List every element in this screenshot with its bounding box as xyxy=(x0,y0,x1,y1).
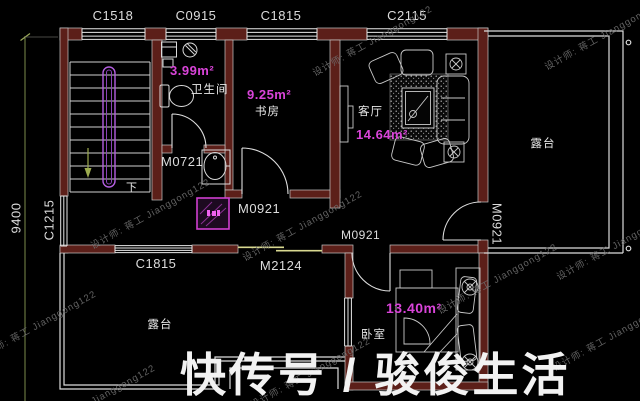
window-bedroom-left xyxy=(344,297,352,347)
armchair-icon xyxy=(400,49,434,76)
window-label-c2115: C2115 xyxy=(387,8,427,23)
plant-icon xyxy=(461,353,479,371)
window-label-c1215: C1215 xyxy=(41,199,57,241)
sliding-door-m2124 xyxy=(238,246,322,252)
window-glyphs xyxy=(60,28,448,347)
platform-brand-text: 快传号 / 骏俊生活 xyxy=(180,349,571,401)
study-area-label: 9.25m² xyxy=(247,87,292,102)
dimension-line xyxy=(20,33,58,401)
living-name-label: 客厅 xyxy=(358,106,383,118)
walls xyxy=(59,27,489,391)
desk-icon xyxy=(399,269,433,289)
window-c1215 xyxy=(60,195,68,247)
plant-icon xyxy=(461,278,479,296)
bathroom-area-label: 3.99m² xyxy=(170,63,215,78)
door-label-m0921-hall: M0921 xyxy=(238,201,281,216)
window-label-c0915: C0915 xyxy=(175,8,217,23)
bedroom-name-label: 卧室 xyxy=(361,329,386,341)
staircase xyxy=(69,61,151,193)
window-c1815-bottom xyxy=(114,245,193,254)
armchair-icon xyxy=(391,136,425,166)
bathroom-fixtures xyxy=(159,41,198,108)
armchair-icon xyxy=(368,52,404,84)
toilet-icon xyxy=(159,84,194,108)
bedroom-area-label: 13.40m² xyxy=(386,300,442,316)
door-m0921-bedroom xyxy=(351,252,391,292)
window-label-c1518: C1518 xyxy=(92,8,134,23)
sink-counter-icon xyxy=(161,41,177,68)
stair-railing xyxy=(102,66,116,188)
washbasin-icon xyxy=(201,149,231,185)
window-c0915 xyxy=(165,28,217,40)
side-table-icon xyxy=(445,53,467,75)
tv-cabinet-icon xyxy=(339,85,349,143)
shower-box-icon xyxy=(196,197,230,230)
door-label-m0921-living: M0921 xyxy=(341,228,381,242)
terrace-top-right-border xyxy=(484,30,632,254)
living-area-label: 14.64m² xyxy=(356,127,408,142)
window-c2115 xyxy=(366,28,448,40)
coffee-table-icon xyxy=(401,87,435,129)
dimension-label-9400: 9400 xyxy=(8,202,24,234)
door-m0921-hall xyxy=(241,147,289,195)
terrace-bottom-label: 露台 xyxy=(147,319,173,331)
study-name-label: 书房 xyxy=(255,106,280,118)
terrace-top-label: 露台 xyxy=(530,138,556,150)
window-label-c1815-top: C1815 xyxy=(260,8,302,23)
stairs-down-label: 下 xyxy=(126,182,138,194)
window-label-c1815-bottom: C1815 xyxy=(135,256,177,271)
side-table-icon xyxy=(443,141,465,163)
terrace-bottom-left-border xyxy=(59,253,345,390)
window-c1518 xyxy=(81,28,146,40)
door-label-m2124: M2124 xyxy=(259,258,303,273)
door-label-m0921-terrace: M0921 xyxy=(489,202,505,246)
door-m0921-terrace xyxy=(442,201,482,241)
sofa-icon xyxy=(436,75,470,145)
door-label-m0721: M0721 xyxy=(161,154,204,169)
door-m0721 xyxy=(171,113,207,149)
bathroom-name-label: 卫生间 xyxy=(191,84,229,96)
window-c1815-top xyxy=(246,28,318,40)
door-swings xyxy=(171,113,482,292)
living-room-furniture xyxy=(339,49,470,168)
bedroom-furniture xyxy=(395,267,481,371)
washer-icon xyxy=(182,42,198,58)
